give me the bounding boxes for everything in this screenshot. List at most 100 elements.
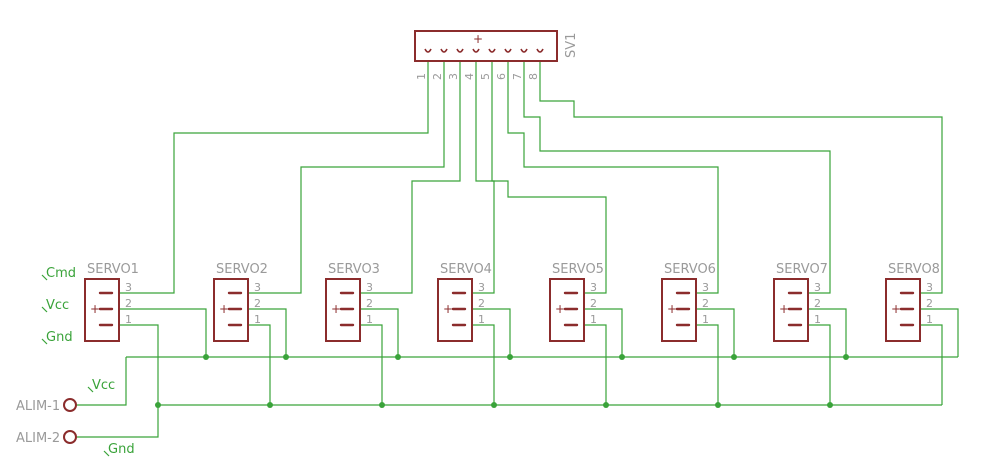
header-pin-number: 1 bbox=[415, 73, 428, 80]
servo-pin-number: 3 bbox=[478, 281, 485, 294]
header-pin-number: 6 bbox=[495, 73, 508, 80]
wire bbox=[697, 308, 735, 357]
servo-plus: + bbox=[331, 302, 341, 316]
wire bbox=[507, 61, 719, 294]
servo-pin-number: 2 bbox=[478, 297, 485, 310]
servo-6: SERVO6+321 bbox=[661, 262, 716, 342]
header-pin-mark bbox=[472, 48, 480, 53]
net-label-vcc: Vcc bbox=[46, 298, 69, 313]
wire bbox=[120, 308, 207, 357]
junction-dot bbox=[507, 354, 513, 360]
net-label-tick bbox=[41, 274, 48, 281]
servo-pin-number: 1 bbox=[814, 313, 821, 326]
servo-plus: + bbox=[443, 302, 453, 316]
header-pin-number: 5 bbox=[479, 73, 492, 80]
servo-pin-number: 2 bbox=[702, 297, 709, 310]
terminal-alim-1: ALIM-1 bbox=[16, 398, 77, 414]
wire bbox=[473, 61, 495, 294]
net-label-tick bbox=[41, 338, 48, 345]
header-label: SV1 bbox=[564, 33, 579, 58]
net-label-tick bbox=[41, 306, 48, 313]
servo-plus: + bbox=[219, 302, 229, 316]
junction-dot bbox=[395, 354, 401, 360]
header-pin-mark bbox=[520, 48, 528, 53]
wire bbox=[921, 308, 959, 357]
servo-plus: + bbox=[90, 302, 100, 316]
servo-pin-number: 2 bbox=[814, 297, 821, 310]
terminal-alim-2-pad bbox=[63, 430, 77, 444]
net-label-gnd: Gnd bbox=[46, 330, 73, 345]
wire bbox=[809, 324, 831, 405]
junction-dot bbox=[283, 354, 289, 360]
servo-pin-number: 1 bbox=[926, 313, 933, 326]
junction-dot bbox=[203, 354, 209, 360]
header-pin-number: 7 bbox=[511, 73, 524, 80]
servo-pin-number: 3 bbox=[366, 281, 373, 294]
wire bbox=[473, 324, 495, 405]
wire bbox=[249, 61, 445, 294]
servo-body bbox=[325, 278, 361, 342]
wire bbox=[585, 308, 623, 357]
servo-body bbox=[661, 278, 697, 342]
terminal-alim-1-pad bbox=[63, 398, 77, 412]
servo-label: SERVO7 bbox=[776, 262, 828, 277]
servo-body bbox=[213, 278, 249, 342]
junction-dot bbox=[267, 402, 273, 408]
header-pin-mark bbox=[504, 48, 512, 53]
servo-2: SERVO2+321 bbox=[213, 262, 268, 342]
header-pin-mark bbox=[456, 48, 464, 53]
servo-1: SERVO1+321 bbox=[84, 262, 139, 342]
servo-3: SERVO3 +3 2 1 bbox=[325, 262, 380, 342]
servo-body bbox=[885, 278, 921, 342]
servo-pin-number: 3 bbox=[125, 281, 132, 294]
header-pin-mark bbox=[536, 48, 544, 53]
header-pin-number: 3 bbox=[447, 73, 460, 80]
wire bbox=[585, 324, 607, 405]
wire bbox=[361, 324, 383, 405]
wire bbox=[361, 61, 461, 294]
servo-4: SERVO4+321 bbox=[437, 262, 492, 342]
header-plus: + bbox=[473, 32, 483, 46]
servo-5: SERVO5+321 bbox=[549, 262, 604, 342]
junction-dot bbox=[731, 354, 737, 360]
header-pin-number: 4 bbox=[463, 73, 476, 80]
junction-dot bbox=[155, 402, 161, 408]
wire bbox=[523, 61, 831, 294]
servo-pin-number: 2 bbox=[125, 297, 132, 310]
net-label-vcc-alim: Vcc bbox=[92, 378, 115, 393]
servo-pin-number: 1 bbox=[125, 313, 132, 326]
wire bbox=[491, 61, 607, 294]
servo-pin-number: 3 bbox=[590, 281, 597, 294]
wire bbox=[921, 324, 943, 405]
wire bbox=[120, 61, 429, 294]
servo-label: SERVO3 bbox=[328, 262, 380, 277]
servo-body bbox=[437, 278, 473, 342]
wire bbox=[361, 308, 399, 357]
header-body bbox=[414, 30, 558, 62]
header-pin-mark bbox=[440, 48, 448, 53]
terminal-alim-2-label: ALIM-2 bbox=[16, 431, 60, 446]
servo-pin-number: 3 bbox=[254, 281, 261, 294]
wire bbox=[249, 308, 287, 357]
servo-pin-number: 2 bbox=[590, 297, 597, 310]
servo-plus: + bbox=[555, 302, 565, 316]
servo-pin-number: 1 bbox=[366, 313, 373, 326]
servo-label: SERVO2 bbox=[216, 262, 268, 277]
servo-plus: + bbox=[891, 302, 901, 316]
junction-dot bbox=[715, 402, 721, 408]
servo-pin-number: 2 bbox=[366, 297, 373, 310]
servo-body bbox=[773, 278, 809, 342]
junction-dot bbox=[619, 354, 625, 360]
servo-pin-number: 3 bbox=[926, 281, 933, 294]
terminal-alim-2: ALIM-2 bbox=[16, 430, 77, 446]
servo-label: SERVO8 bbox=[888, 262, 940, 277]
terminal-alim-1-label: ALIM-1 bbox=[16, 399, 60, 414]
wire bbox=[76, 357, 127, 406]
servo-pin-number: 1 bbox=[478, 313, 485, 326]
servo-pin-number: 1 bbox=[590, 313, 597, 326]
wire bbox=[473, 308, 511, 357]
servo-pin-number: 3 bbox=[702, 281, 709, 294]
header-pin-number: 8 bbox=[527, 73, 540, 80]
